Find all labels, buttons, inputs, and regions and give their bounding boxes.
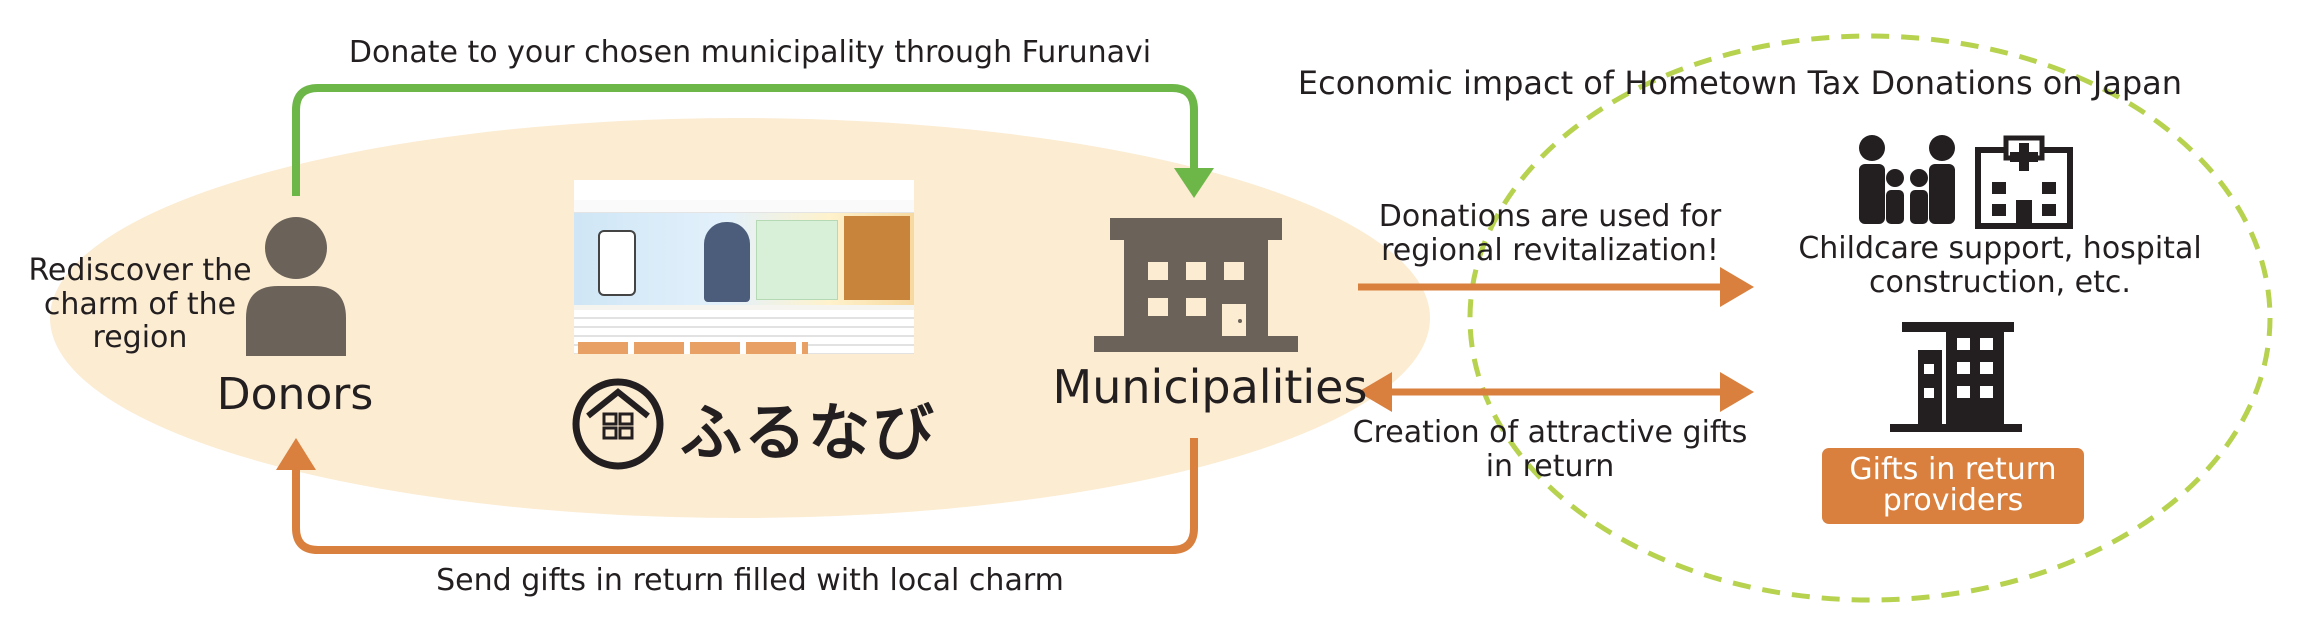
rediscover-label: Rediscover the charm of the region [28,253,252,356]
send-gifts-label: Send gifts in return filled with local c… [436,563,1064,598]
gifts-providers-badge: Gifts in return providers [1822,448,2084,524]
furunavi-website-screenshot [574,180,914,354]
website-nav-bar [574,200,914,213]
furunavi-logo-icon [572,378,664,470]
creation-label: Creation of attractive gifts in return [1352,415,1748,484]
donate-label: Donate to your chosen municipality throu… [348,35,1152,70]
donations-used-label: Donations are used for regional revitali… [1378,199,1722,268]
family-icon [1859,135,1955,224]
municipal-building-icon [1094,218,1298,352]
campaign-tiles [578,342,808,354]
office-building-icon [1890,322,2022,432]
catalog-image [756,220,838,300]
impact-dashed-circle [1467,33,2273,603]
childcare-label: Childcare support, hospital construction… [1798,231,2202,300]
food-image [844,216,910,300]
municipalities-label: Municipalities [1052,360,1368,414]
send-gifts-arrow [292,438,1198,554]
send-gifts-arrowhead [276,438,316,470]
hospital-icon [1975,135,2073,229]
creation-arrowhead-left [1358,372,1392,412]
furunavi-wordmark: ふるなび [680,396,937,469]
website-header-bar [574,180,914,201]
spokesperson-image [704,222,750,302]
donate-arrow [292,84,1198,196]
donations-used-arrowhead [1720,267,1754,307]
donate-arrowhead [1174,168,1214,198]
app-phone-image [598,230,636,296]
donors-label: Donors [216,369,374,420]
creation-arrowhead-right [1720,372,1754,412]
person-icon [246,217,346,356]
impact-title: Economic impact of Hometown Tax Donation… [1297,64,2183,102]
